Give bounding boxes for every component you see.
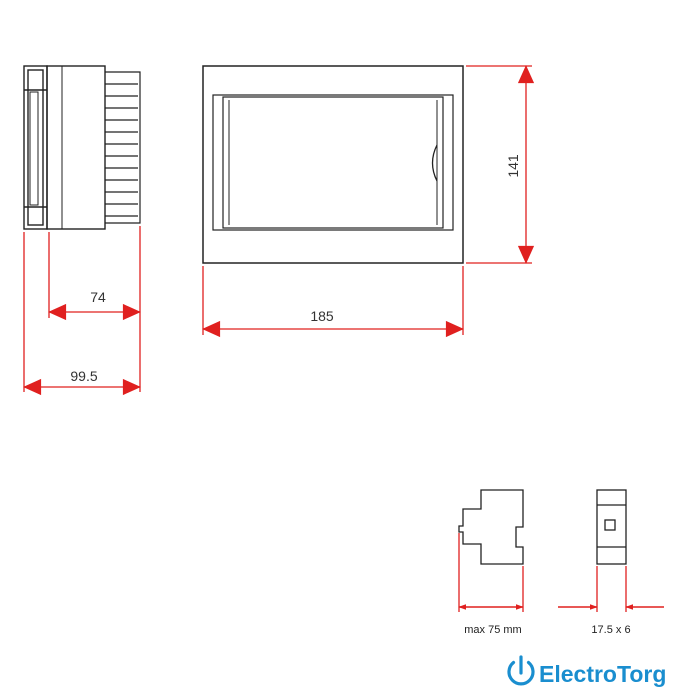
- power-icon: [507, 655, 535, 686]
- front-view-door: [222, 96, 444, 229]
- module-width-label: 17.5 x 6: [591, 624, 630, 636]
- breaker-front-detail: [596, 489, 627, 565]
- breaker-depth-dimension: [458, 533, 524, 612]
- breaker-depth-label: max 75 mm: [464, 624, 521, 636]
- front-view-door-handle: [431, 144, 438, 182]
- front-view-outer-frame: [202, 65, 464, 264]
- front-view-inner-frame: [212, 94, 454, 231]
- module-width-dimension: [558, 566, 664, 612]
- dim-99-5-label: 99.5: [70, 368, 97, 384]
- side-view-fins: [105, 71, 141, 224]
- front-view: [202, 65, 464, 264]
- breaker-side-detail: [458, 489, 524, 565]
- side-view-dimensions: [23, 226, 141, 396]
- dim-74-label: 74: [90, 289, 106, 305]
- dim-185-label: 185: [310, 308, 334, 324]
- brand-logo: ElectroTorg: [507, 655, 666, 687]
- front-view-dimensions: [202, 65, 535, 338]
- side-view: [23, 65, 141, 230]
- side-view-body: [46, 65, 106, 230]
- dim-141-label: 141: [505, 154, 521, 178]
- breaker-toggle: [604, 519, 616, 531]
- brand-name: ElectroTorg: [539, 661, 666, 687]
